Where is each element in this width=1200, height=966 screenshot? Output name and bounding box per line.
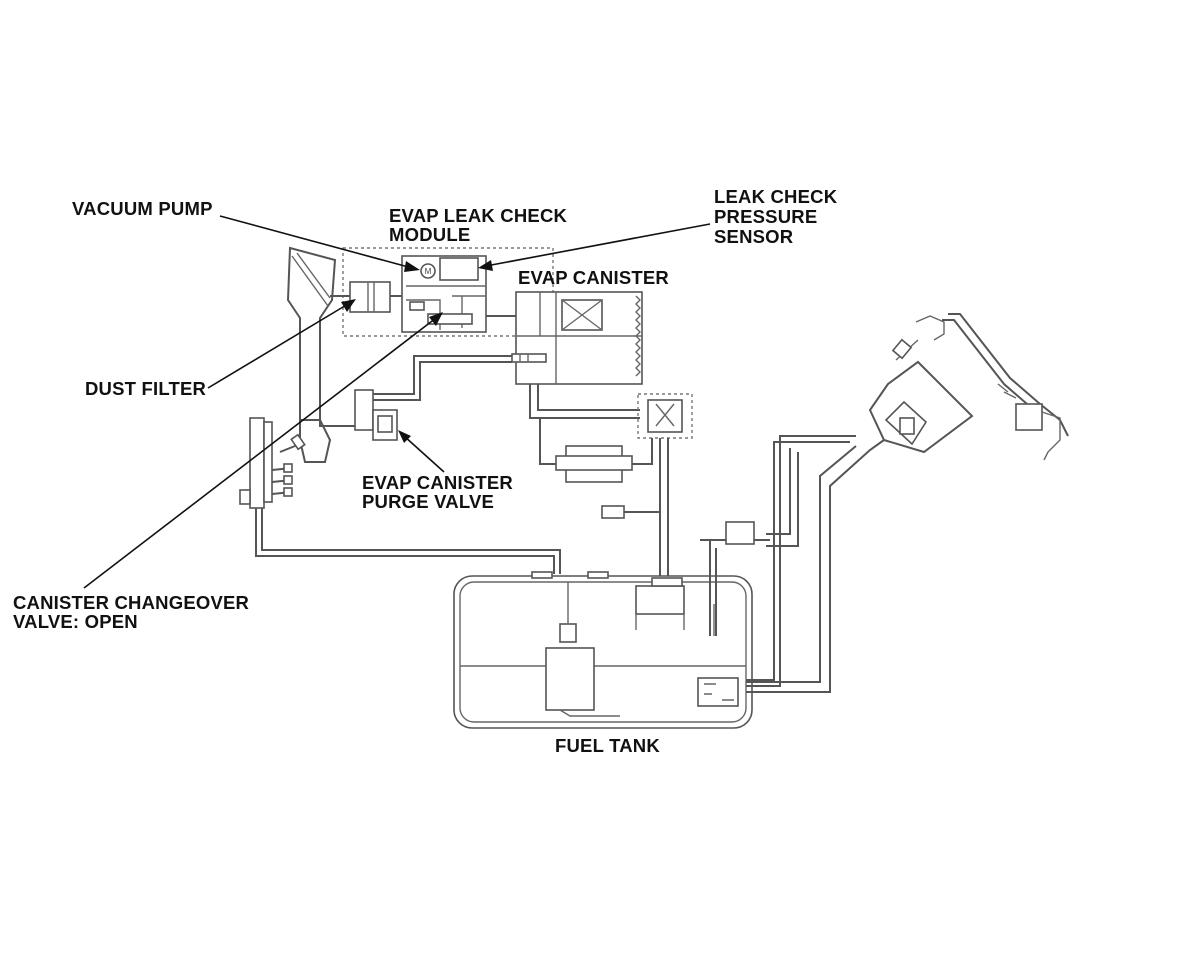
label-canister-changeover-valve-line1: CANISTER CHANGEOVER <box>13 592 250 613</box>
label-leak-check-pressure-sensor-line2: PRESSURE <box>714 206 818 227</box>
label-evap-leak-check-module-line2: MODULE <box>389 224 471 245</box>
fuel-tank <box>453 571 753 729</box>
label-dust-filter: DUST FILTER <box>85 378 207 399</box>
label-evap-canister-purge-valve-line1: EVAP CANISTER <box>362 472 513 493</box>
evap-canister <box>486 291 643 385</box>
evap-leak-check-module: M <box>330 247 554 337</box>
label-canister-changeover-valve-line2: VALVE: OPEN <box>13 611 138 632</box>
label-leak-check-pressure-sensor-line3: SENSOR <box>714 226 794 247</box>
air-intake <box>286 246 337 463</box>
label-evap-canister-purge-valve-line2: PURGE VALVE <box>362 491 495 512</box>
vent-assembly <box>891 313 1069 461</box>
fuel-supply-pipe <box>255 508 555 574</box>
canister-pipes <box>529 384 693 582</box>
fuel-rail <box>239 417 306 509</box>
label-evap-canister: EVAP CANISTER <box>518 267 669 288</box>
evap-canister-purge-valve <box>319 355 512 441</box>
leaders <box>83 215 711 589</box>
vacuum-pump-icon <box>420 263 436 279</box>
vacuum-pump-symbol: M <box>425 267 432 276</box>
label-leak-check-pressure-sensor-line1: LEAK CHECK <box>714 186 838 207</box>
fuel-supply-pipe-inner <box>261 508 561 574</box>
label-fuel-tank: FUEL TANK <box>555 735 660 756</box>
filler-neck <box>700 360 974 693</box>
label-evap-leak-check-module-line1: EVAP LEAK CHECK <box>389 205 568 226</box>
label-vacuum-pump: VACUUM PUMP <box>72 198 213 219</box>
